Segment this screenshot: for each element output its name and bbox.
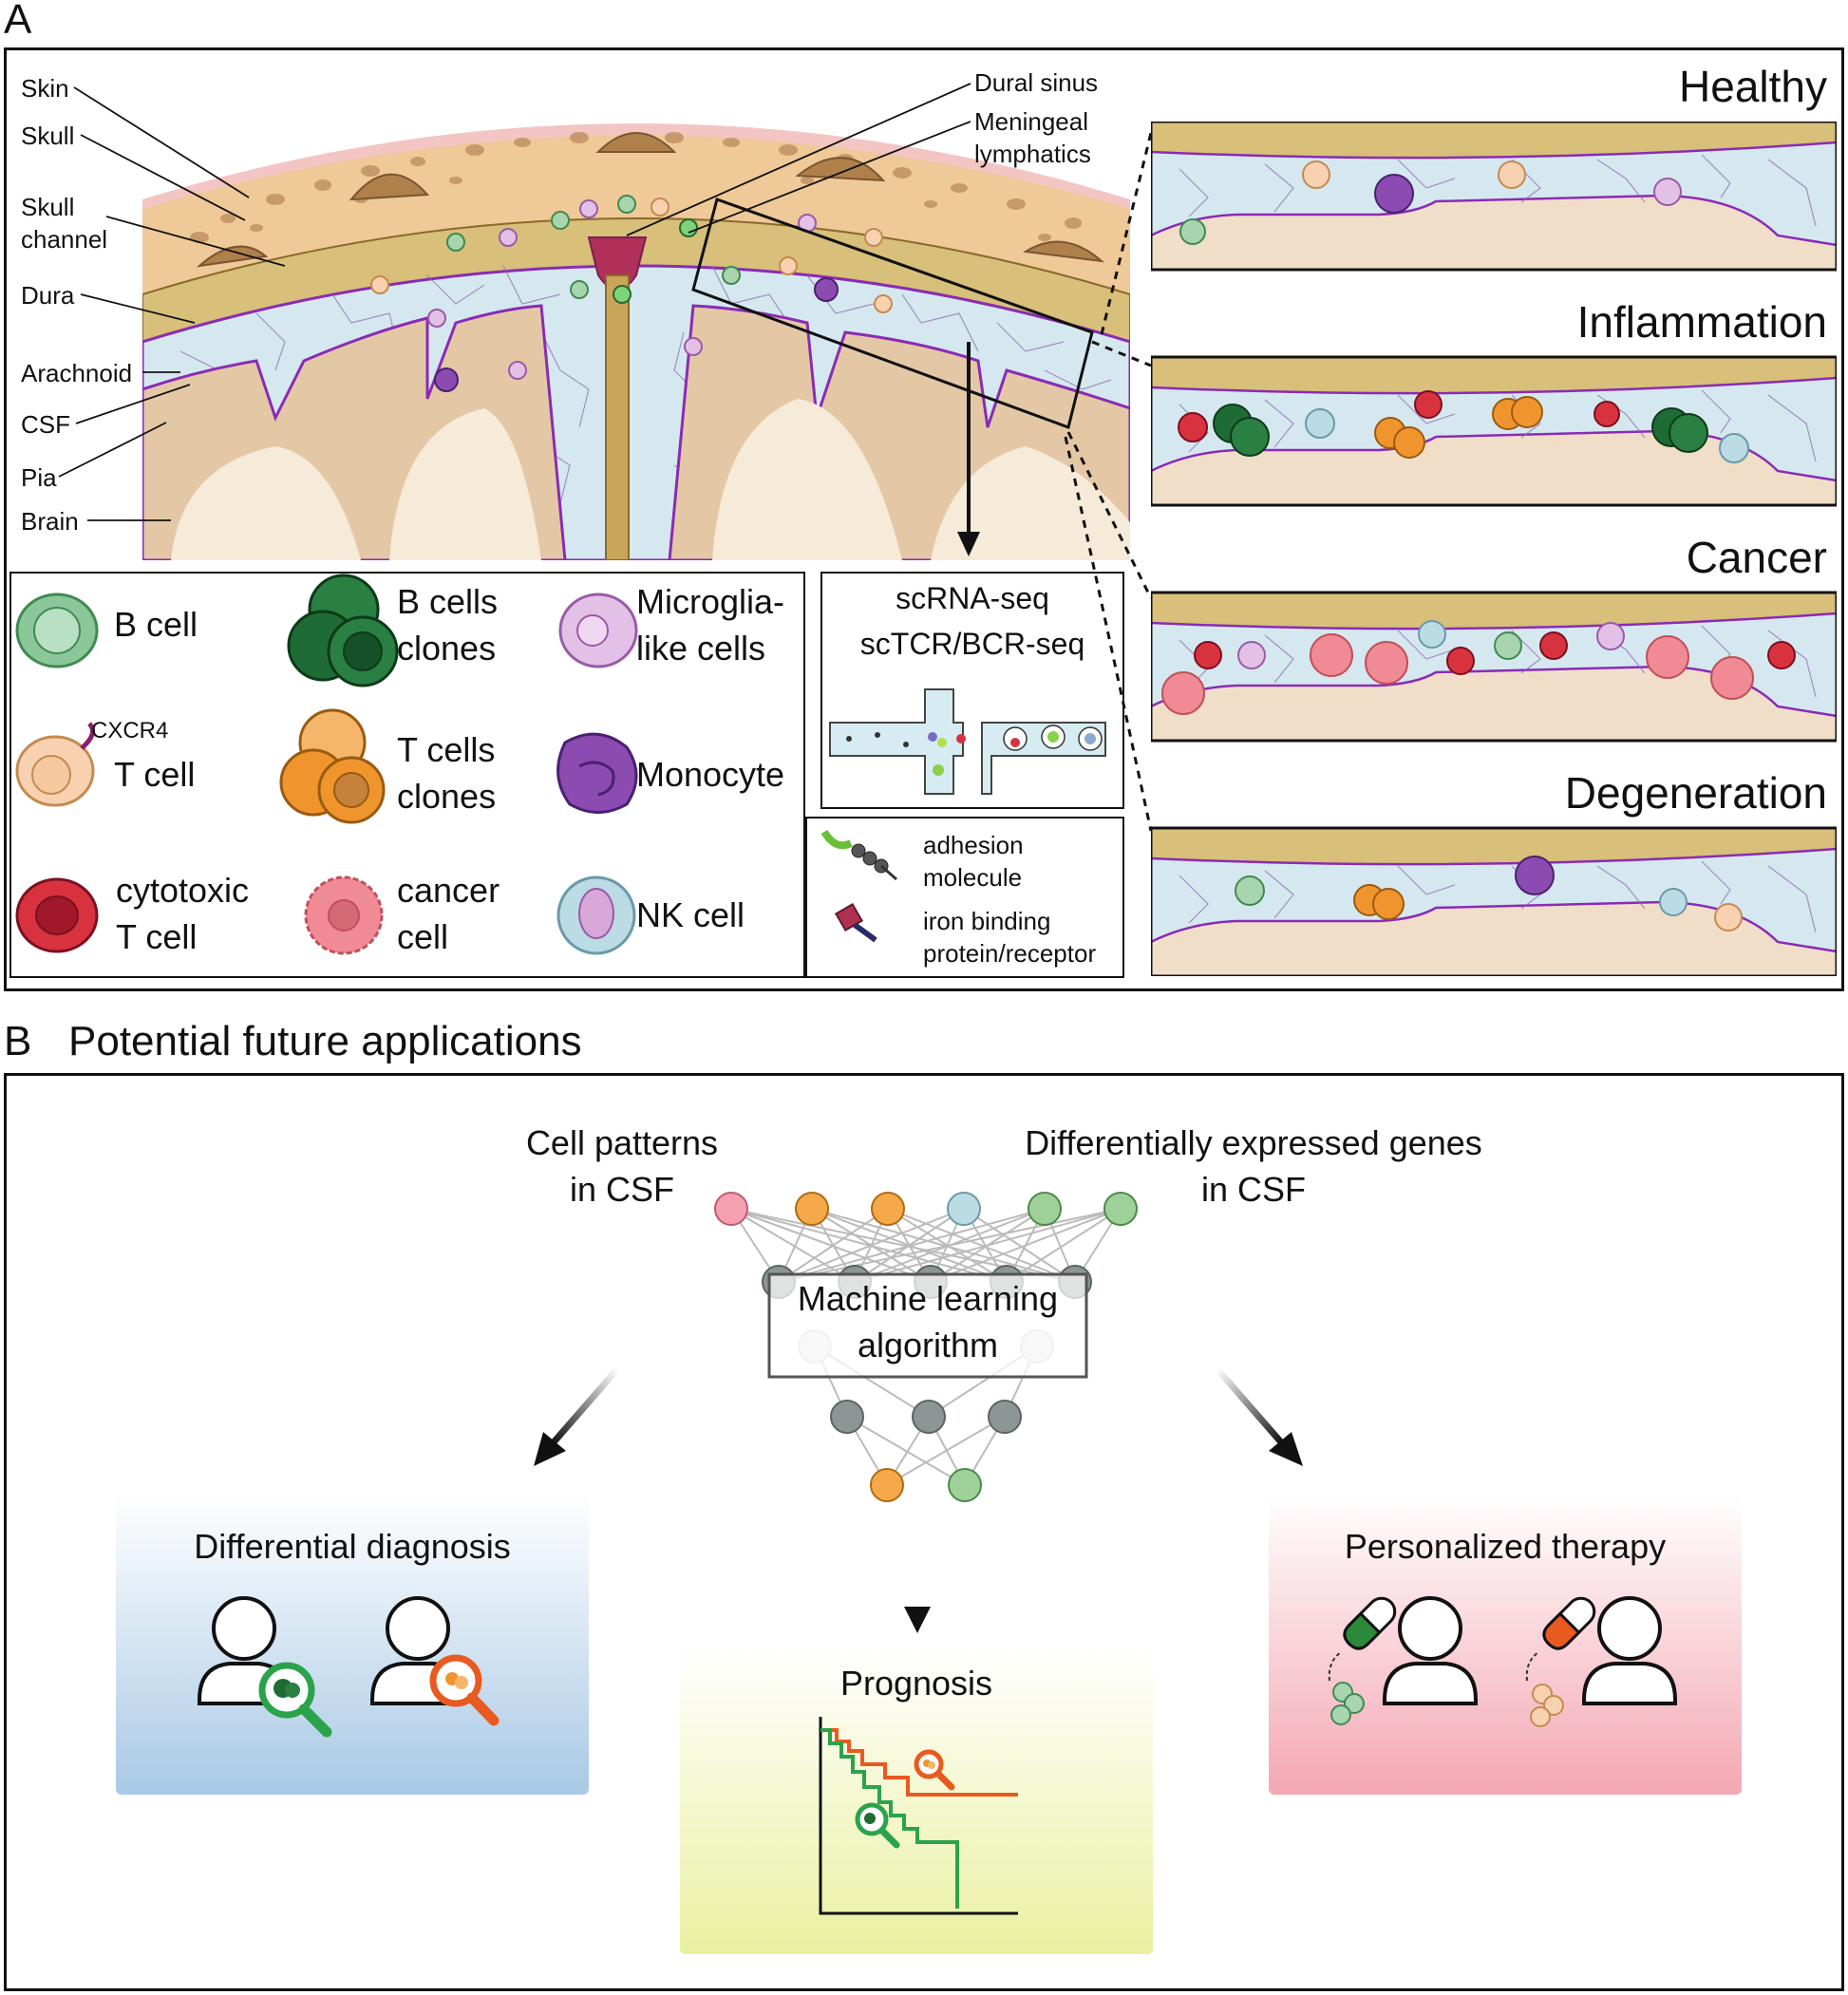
cancer-strip xyxy=(1151,591,1837,743)
legend-t-cell: T cell xyxy=(114,755,196,794)
legend-b-cell: B cell xyxy=(114,605,198,644)
survival-plot xyxy=(819,1717,1018,1915)
legend-monocyte: Monocyte xyxy=(636,755,785,794)
diagnosis-illustration xyxy=(198,1596,500,1738)
seq-box xyxy=(820,572,1124,809)
state-panels xyxy=(1151,122,1837,976)
molecules-box xyxy=(805,817,1124,978)
therapy-box xyxy=(1269,1495,1742,1795)
adhesion-molecule-icon xyxy=(820,829,897,881)
t-cell-icon xyxy=(15,722,96,807)
label-skull: Skull xyxy=(21,122,75,150)
label-dural-sinus: Dural sinus xyxy=(974,68,1099,97)
legend-icons xyxy=(15,574,638,955)
diagnosis-label: Differential diagnosis xyxy=(194,1527,511,1566)
prognosis-label: Prognosis xyxy=(839,1664,993,1703)
magnifier-green-icon xyxy=(258,1662,332,1738)
cancer-cell-icon xyxy=(304,875,384,955)
label-csf: CSF xyxy=(21,410,70,439)
iron-protein-icon xyxy=(834,902,877,943)
meninges-illustration xyxy=(142,123,1130,560)
survival-curve-green xyxy=(820,1728,959,1909)
label-meningeal-lymphatics: Meningeal lymphatics xyxy=(974,107,1091,168)
legend-nk: NK cell xyxy=(636,895,745,934)
label-arachnoid: Arachnoid xyxy=(21,359,133,387)
panel-a-letter: A xyxy=(4,0,32,43)
diagnosis-box xyxy=(116,1495,589,1795)
label-iron: iron binding protein/receptor xyxy=(923,907,1097,968)
survival-curve-orange xyxy=(820,1728,1018,1797)
healthy-strip xyxy=(1151,122,1837,272)
state-title-degeneration: Degeneration xyxy=(1564,768,1827,818)
magnifier-orange-small-icon xyxy=(914,1749,955,1791)
b-cells-clones-icon xyxy=(287,574,399,687)
panel-a-frame xyxy=(4,47,1844,991)
panel-b-letter: B xyxy=(4,1018,32,1064)
legend-cxcr4: CXCR4 xyxy=(91,718,169,743)
panel-b-title: Potential future applications xyxy=(68,1018,582,1064)
legend-t-cells-clones: T cells clones xyxy=(397,730,497,816)
prognosis-box xyxy=(680,1648,1153,1954)
cytotoxic-t-cell-icon xyxy=(15,877,99,953)
ml-label: Machine learning algorithm xyxy=(797,1279,1059,1365)
t-cells-clones-icon xyxy=(279,708,386,824)
microglia-icon xyxy=(558,593,638,668)
neural-network xyxy=(714,1192,1138,1502)
nk-cell-icon xyxy=(556,875,636,955)
pill-orange-icon xyxy=(1542,1596,1596,1650)
brain-tissue xyxy=(142,304,1130,560)
cell-patterns-label: Cell patterns in CSF xyxy=(525,1123,719,1209)
patient-icon-4 xyxy=(1582,1596,1677,1705)
legend-cytotoxic: cytotoxic T cell xyxy=(116,871,250,956)
state-title-cancer: Cancer xyxy=(1686,533,1827,582)
legend-b-cells-clones: B cells clones xyxy=(397,582,499,668)
microfluidics-icon xyxy=(829,688,1106,795)
flow-arrows xyxy=(534,1366,1303,1633)
seq-line2: scTCR/BCR-seq xyxy=(859,627,1085,661)
monocyte-icon xyxy=(556,732,638,814)
magnifier-orange-icon xyxy=(429,1654,500,1726)
label-skull-channel: Skull channel xyxy=(21,193,108,254)
legend-microglia: Microglia- like cells xyxy=(636,582,785,668)
degeneration-strip xyxy=(1151,826,1837,976)
inflammation-strip xyxy=(1151,355,1837,507)
leader-lines xyxy=(58,83,1153,832)
patient-icon-3 xyxy=(1383,1596,1478,1705)
pill-green-icon xyxy=(1343,1596,1397,1650)
label-pia: Pia xyxy=(21,463,57,492)
panel-b-frame xyxy=(4,1073,1844,1991)
state-title-healthy: Healthy xyxy=(1679,62,1827,111)
zoom-region xyxy=(691,198,1094,429)
label-dura: Dura xyxy=(21,281,75,310)
therapy-illustration xyxy=(1328,1596,1677,1727)
deg-label: Differentially expressed genes in CSF xyxy=(1025,1123,1482,1209)
therapy-label: Personalized therapy xyxy=(1344,1527,1667,1566)
legend-cancer: cancer cell xyxy=(397,871,500,956)
state-title-inflammation: Inflammation xyxy=(1576,297,1827,347)
legend-box xyxy=(9,572,805,978)
seq-line1: scRNA-seq xyxy=(896,581,1049,615)
b-cell-icon xyxy=(15,593,99,668)
label-brain: Brain xyxy=(21,507,79,536)
magnifier-green-small-icon xyxy=(855,1802,900,1849)
molecule-icons xyxy=(820,829,897,943)
label-skin: Skin xyxy=(21,74,69,103)
label-adhesion: adhesion molecule xyxy=(923,831,1024,892)
